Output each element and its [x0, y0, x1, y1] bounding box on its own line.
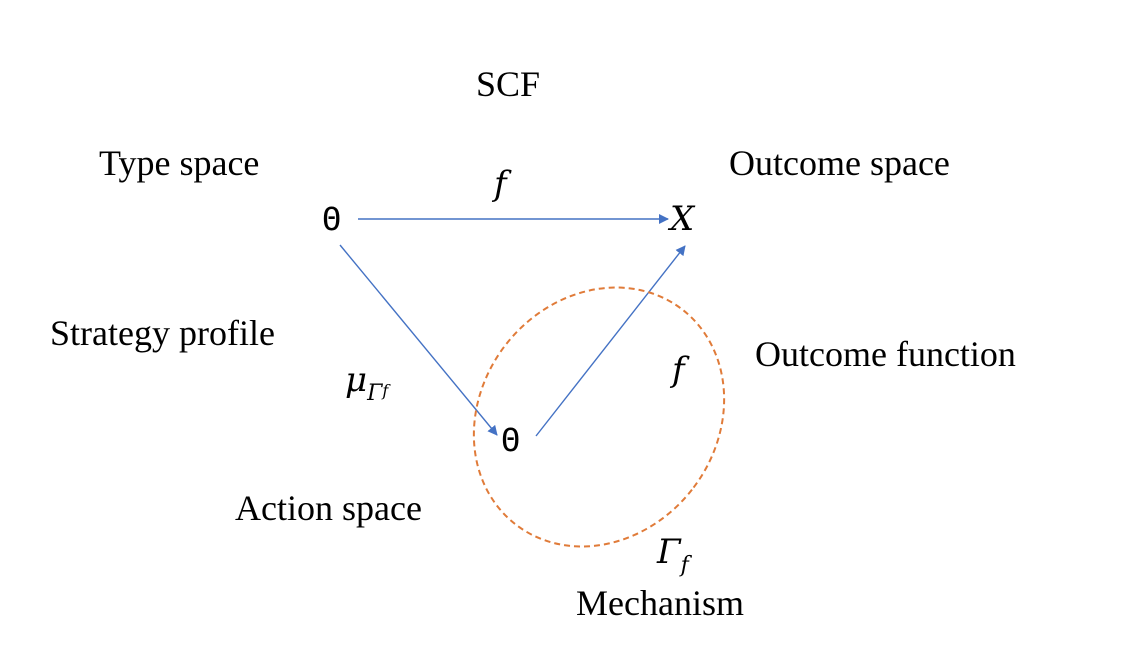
outcome-function-label: Outcome function — [755, 334, 1016, 374]
type-space-label: Type space — [99, 143, 260, 183]
arrow-action-to-outcome — [535, 245, 686, 437]
action-space-label: Action space — [235, 488, 422, 528]
mechanism-ellipse — [472, 286, 726, 548]
gamma-glyph: Γ — [657, 532, 681, 572]
action-space-symbol: Θ — [501, 421, 521, 459]
mu-subsubscript: f — [382, 381, 389, 400]
outcome-function-f-symbol: f — [672, 350, 685, 390]
mechanism-label: Mechanism — [576, 583, 744, 623]
arrow-type-to-action — [339, 244, 498, 436]
outcome-space-symbol: X — [670, 199, 695, 239]
scf-f-symbol: f — [494, 164, 507, 204]
mu-subscript: Γ — [367, 381, 383, 406]
type-space-symbol: Θ — [322, 200, 342, 238]
strategy-profile-symbol: μΓf — [345, 360, 388, 414]
mechanism-symbol: Γf — [657, 532, 689, 586]
gamma-subscript: f — [680, 553, 689, 578]
outcome-space-label: Outcome space — [729, 143, 950, 183]
mu-glyph: μ — [345, 360, 368, 400]
strategy-profile-label: Strategy profile — [50, 313, 275, 353]
scf-label: SCF — [476, 64, 541, 104]
